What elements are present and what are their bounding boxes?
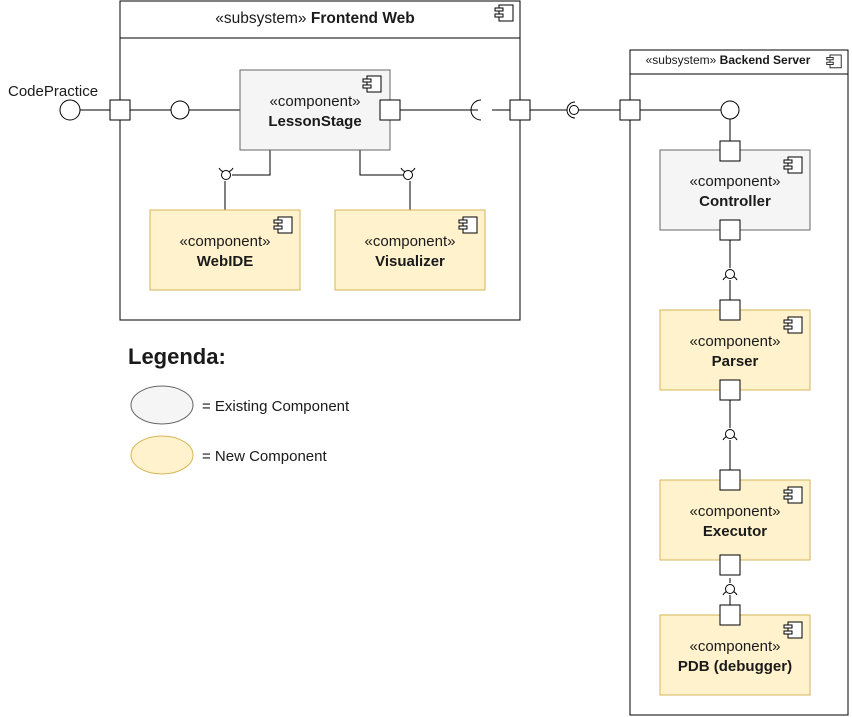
executor-bottom-port[interactable] — [719, 554, 741, 576]
pdb-name: PDB (debugger) — [678, 658, 792, 675]
backend-stereotype: «subsystem» — [646, 53, 717, 67]
ball-icon — [569, 105, 579, 115]
pdb-top-port[interactable] — [719, 604, 741, 626]
controller-stereotype: «component» — [690, 173, 781, 190]
controller-bottom-port[interactable] — [719, 219, 741, 241]
ports — [109, 99, 741, 626]
parser-name: Parser — [712, 353, 759, 370]
frontend-name: Frontend Web — [311, 10, 415, 27]
codepractice-interface-icon[interactable] — [59, 99, 81, 121]
frontend-title: «subsystem» Frontend Web — [215, 10, 415, 27]
legend-title: Legenda: — [128, 344, 226, 369]
webide-stereotype: «component» — [180, 233, 271, 250]
lessonstage-provided-interface-icon — [170, 100, 190, 120]
backend-name: Backend Server — [720, 53, 811, 67]
component-webide[interactable]: «component» WebIDE — [149, 209, 301, 291]
ball-icon — [725, 269, 735, 279]
legend: Legenda: = Existing Component = New Comp… — [128, 344, 350, 475]
executor-stereotype: «component» — [690, 503, 781, 520]
component-parser[interactable]: «component» Parser — [659, 309, 811, 391]
parser-bottom-port[interactable] — [719, 379, 741, 401]
component-lessonstage[interactable]: «component» LessonStage — [239, 69, 391, 151]
webide-name: WebIDE — [197, 253, 253, 270]
required-socket-icon — [470, 99, 482, 121]
codepractice-label: CodePractice — [8, 83, 98, 100]
backend-provided-interface-icon — [720, 100, 740, 120]
executor-name: Executor — [703, 523, 767, 540]
controller-top-port[interactable] — [719, 140, 741, 162]
legend-existing-swatch — [130, 385, 194, 425]
parser-stereotype: «component» — [690, 333, 781, 350]
visualizer-name: Visualizer — [375, 253, 445, 270]
legend-existing-label: = Existing Component — [202, 398, 350, 415]
ball-icon — [403, 170, 413, 180]
frontend-left-port[interactable] — [109, 99, 131, 121]
socket-icon — [566, 101, 576, 119]
interfaces: CodePractice — [8, 83, 740, 596]
ball-icon — [725, 584, 735, 594]
frontend-right-port[interactable] — [509, 99, 531, 121]
legend-new-swatch — [130, 435, 194, 475]
ball-icon — [221, 170, 231, 180]
visualizer-stereotype: «component» — [365, 233, 456, 250]
executor-top-port[interactable] — [719, 469, 741, 491]
parser-top-port[interactable] — [719, 299, 741, 321]
lessonstage-stereotype: «component» — [270, 93, 361, 110]
component-pdb[interactable]: «component» PDB (debugger) — [659, 614, 811, 696]
pdb-stereotype: «component» — [690, 638, 781, 655]
lessonstage-right-port[interactable] — [379, 99, 401, 121]
component-executor[interactable]: «component» Executor — [659, 479, 811, 561]
lessonstage-name: LessonStage — [268, 113, 361, 130]
backend-left-port[interactable] — [619, 99, 641, 121]
controller-name: Controller — [699, 193, 771, 210]
component-controller[interactable]: «component» Controller — [659, 149, 811, 231]
frontend-stereotype: «subsystem» — [215, 10, 306, 27]
connectors — [80, 109, 731, 605]
lessonstage-box — [239, 69, 391, 151]
component-visualizer[interactable]: «component» Visualizer — [334, 209, 486, 291]
backend-title: «subsystem» Backend Server — [646, 53, 811, 67]
legend-new-label: = New Component — [202, 448, 327, 465]
ball-icon — [725, 429, 735, 439]
